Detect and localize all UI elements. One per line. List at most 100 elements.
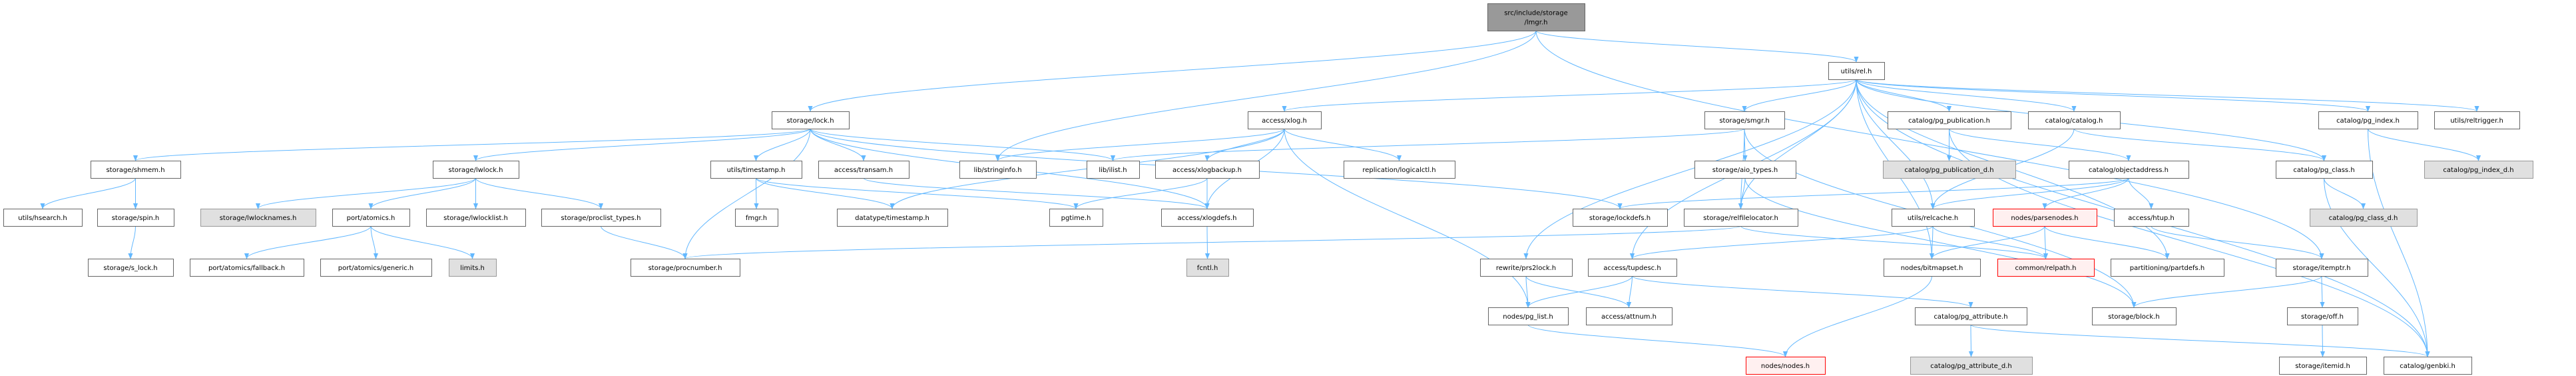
- node-box: [2276, 259, 2368, 277]
- edge-pg_index-to-genbki: [2368, 128, 2430, 357]
- node-box: [97, 209, 174, 227]
- node-partdefs[interactable]: partitioning/partdefs.h: [2111, 259, 2224, 277]
- node-pg-index-d[interactable]: catalog/pg_index_d.h: [2424, 161, 2533, 179]
- node-bitmapset[interactable]: nodes/bitmapset.h: [1884, 259, 1981, 277]
- node-dt-timestamp[interactable]: datatype/timestamp.h: [837, 209, 948, 227]
- node-box: [2310, 209, 2418, 227]
- node-timestamp[interactable]: utils/timestamp.h: [710, 161, 802, 179]
- node-aio-types[interactable]: storage/aio_types.h: [1694, 161, 1796, 179]
- node-prs2lock[interactable]: rewrite/prs2lock.h: [1480, 259, 1573, 277]
- node-label: access/xlogbackup.h: [1172, 167, 1242, 174]
- node-label: access/attnum.h: [1601, 313, 1657, 321]
- node-hsearch[interactable]: utils/hsearch.h: [3, 209, 83, 227]
- node-attnum[interactable]: access/attnum.h: [1586, 307, 1673, 325]
- node-pg-index[interactable]: catalog/pg_index.h: [2318, 111, 2418, 129]
- node-itemptr[interactable]: storage/itemptr.h: [2276, 259, 2368, 277]
- node-parsenodes[interactable]: nodes/parsenodes.h: [1993, 209, 2097, 227]
- node-relfilelocator[interactable]: storage/relfilelocator.h: [1684, 209, 1798, 227]
- node-lock[interactable]: storage/lock.h: [772, 111, 850, 129]
- node-procnumber[interactable]: storage/procnumber.h: [631, 259, 740, 277]
- edge-objectaddress-to-relcache: [1930, 177, 2129, 209]
- node-htup[interactable]: access/htup.h: [2114, 209, 2189, 227]
- node-xlogbackup[interactable]: access/xlogbackup.h: [1155, 161, 1260, 179]
- node-box: [735, 209, 778, 227]
- node-box: [541, 209, 661, 227]
- node-lockdefs[interactable]: storage/lockdefs.h: [1573, 209, 1668, 227]
- node-box: [320, 259, 432, 277]
- node-xlog[interactable]: access/xlog.h: [1248, 111, 1322, 129]
- node-box: [1993, 209, 2097, 227]
- node-label: storage/block.h: [2108, 313, 2159, 321]
- node-itemid[interactable]: storage/itemid.h: [2279, 357, 2367, 375]
- edge-tupdesc-to-pg_attribute: [1632, 275, 1973, 308]
- node-objectaddress[interactable]: catalog/objectaddress.h: [2069, 161, 2189, 179]
- node-pgtime[interactable]: pgtime.h: [1049, 209, 1103, 227]
- node-pg-publication[interactable]: catalog/pg_publication.h: [1888, 111, 2011, 129]
- node-transam[interactable]: access/transam.h: [818, 161, 909, 179]
- node-box: [200, 209, 316, 227]
- node-lwlocknames[interactable]: storage/lwlocknames.h: [200, 209, 316, 227]
- node-label: access/transam.h: [834, 167, 893, 174]
- node-nodes[interactable]: nodes/nodes.h: [1746, 357, 1826, 375]
- node-pg-publication-d[interactable]: catalog/pg_publication_d.h: [1883, 161, 2016, 179]
- node-s-lock[interactable]: storage/s_lock.h: [88, 259, 174, 277]
- node-lwlocklist[interactable]: storage/lwlocklist.h: [426, 209, 526, 227]
- edge-smgr-to-ilist: [1111, 128, 1745, 161]
- edge-lmgr-to-stringinfo: [995, 30, 1537, 161]
- edge-prs2lock-to-attnum: [1525, 275, 1632, 308]
- node-off[interactable]: storage/off.h: [2287, 307, 2358, 325]
- node-relcache[interactable]: utils/relcache.h: [1892, 209, 1975, 227]
- node-label: access/tupdesc.h: [1603, 265, 1661, 272]
- node-ilist[interactable]: lib/ilist.h: [1087, 161, 1140, 179]
- node-xlogdefs[interactable]: access/xlogdefs.h: [1161, 209, 1254, 227]
- node-box: [1684, 209, 1798, 227]
- edge-objectaddress-to-lockdefs: [1617, 177, 2129, 209]
- node-relpath[interactable]: common/relpath.h: [1997, 259, 2095, 277]
- node-generic[interactable]: port/atomics/generic.h: [320, 259, 432, 277]
- node-label: nodes/nodes.h: [1761, 363, 1810, 370]
- node-atomics[interactable]: port/atomics.h: [332, 209, 410, 227]
- node-box: [1694, 161, 1796, 179]
- node-genbki[interactable]: catalog/genbki.h: [2384, 357, 2472, 375]
- node-smgr[interactable]: storage/smgr.h: [1704, 111, 1785, 129]
- edge-relfilelocator-to-procnumber: [683, 225, 1741, 259]
- node-pg-attribute-d[interactable]: catalog/pg_attribute_d.h: [1910, 357, 2033, 375]
- node-pg-list[interactable]: nodes/pg_list.h: [1488, 307, 1569, 325]
- node-logicalctl[interactable]: replication/logicalctl.h: [1344, 161, 1455, 179]
- node-box: [1344, 161, 1455, 179]
- edge-pg_class-to-genbki: [2324, 177, 2430, 357]
- node-tupdesc[interactable]: access/tupdesc.h: [1588, 259, 1677, 277]
- node-box: [1892, 209, 1975, 227]
- node-proclist-types[interactable]: storage/proclist_types.h: [541, 209, 661, 227]
- node-label: datatype/timestamp.h: [855, 215, 929, 222]
- node-box: [332, 209, 410, 227]
- edge-lock-to-procnumber: [682, 128, 811, 259]
- node-lmgr[interactable]: src/include/storage/lmgr.h: [1487, 3, 1585, 31]
- node-box: [433, 161, 519, 179]
- node-label: storage/lockdefs.h: [1589, 215, 1651, 222]
- node-limits[interactable]: limits.h: [449, 259, 497, 277]
- node-pg-attribute[interactable]: catalog/pg_attribute.h: [1915, 307, 2027, 325]
- node-pg-class[interactable]: catalog/pg_class.h: [2276, 161, 2373, 179]
- node-reltrigger[interactable]: utils/reltrigger.h: [2434, 111, 2520, 129]
- node-pg-class-d[interactable]: catalog/pg_class_d.h: [2310, 209, 2418, 227]
- node-label: access/htup.h: [2128, 215, 2175, 222]
- node-fmgr[interactable]: fmgr.h: [735, 209, 778, 227]
- node-fallback[interactable]: port/atomics/fallback.h: [190, 259, 304, 277]
- node-catalog[interactable]: catalog/catalog.h: [2028, 111, 2121, 129]
- node-rel[interactable]: utils/rel.h: [1828, 62, 1885, 80]
- edge-pg_attribute-to-genbki: [1970, 324, 2430, 357]
- node-label: replication/logicalctl.h: [1362, 167, 1435, 174]
- node-spin[interactable]: storage/spin.h: [97, 209, 174, 227]
- node-fcntl[interactable]: fcntl.h: [1186, 259, 1229, 277]
- node-box: [1161, 209, 1254, 227]
- node-lwlock[interactable]: storage/lwlock.h: [433, 161, 519, 179]
- edge-tupdesc-to-attnum: [1626, 275, 1633, 308]
- node-stringinfo[interactable]: lib/stringinfo.h: [959, 161, 1037, 179]
- edge-transam-to-xlogdefs: [863, 177, 1210, 209]
- node-label: catalog/genbki.h: [2400, 363, 2455, 370]
- node-block[interactable]: storage/block.h: [2092, 307, 2177, 325]
- node-box: [2069, 161, 2189, 179]
- node-shmem[interactable]: storage/shmem.h: [91, 161, 181, 179]
